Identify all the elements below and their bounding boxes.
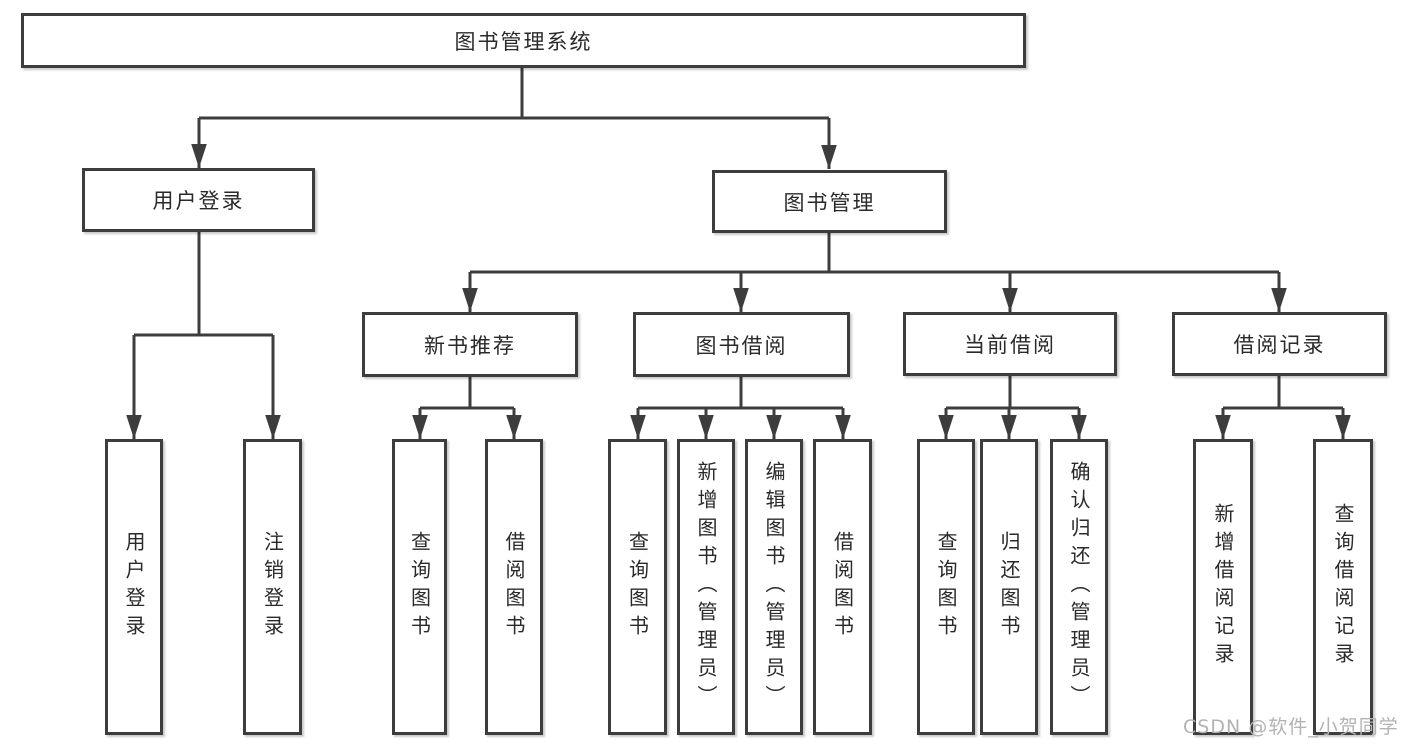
leaf-current-return-book: 归还图书 (980, 439, 1038, 735)
node-borrow-record: 借阅记录 (1172, 312, 1387, 376)
node-label: 用户登录 (152, 189, 245, 213)
node-label: 图书管理 (783, 190, 876, 215)
spine-book-management (470, 233, 1279, 274)
leaf-current-query-book: 查询图书 (917, 439, 975, 735)
node-label: 新书推荐 (424, 333, 516, 358)
spine-new-book-recommend (420, 377, 514, 410)
leaf-record-add: 新增借阅记录 (1193, 439, 1253, 735)
node-user-login: 用户登录 (82, 168, 315, 232)
node-new-book-recommend: 新书推荐 (362, 312, 578, 377)
spine-borrow-record (1223, 376, 1343, 410)
leaf-borrow-edit-book-admin: 编辑图书（管理员） (745, 439, 803, 735)
node-label: 查询图书 (934, 531, 958, 643)
node-label: 用户登录 (122, 531, 146, 643)
node-label: 查询借阅记录 (1331, 503, 1355, 671)
leaf-current-confirm-return-admin: 确认归还（管理员） (1050, 439, 1108, 735)
node-label: 借阅图书 (830, 531, 855, 643)
node-label: 借阅记录 (1233, 333, 1326, 357)
node-book-borrow: 图书借阅 (633, 312, 850, 377)
node-label: 借阅图书 (502, 531, 526, 643)
node-label: 归还图书 (997, 531, 1021, 643)
node-label: 查询图书 (625, 531, 650, 643)
node-library-management-system: 图书管理系统 (21, 13, 1026, 68)
node-label: 图书管理系统 (454, 29, 593, 54)
spine-root (199, 67, 829, 120)
csdn-watermark: CSDN @软件_小贺同学 (1183, 716, 1399, 738)
node-label: 新增图书（管理员） (694, 461, 718, 713)
node-label: 查询图书 (407, 531, 432, 643)
node-label: 图书借阅 (695, 333, 788, 358)
spine-book-borrow (638, 377, 843, 410)
node-current-borrow: 当前借阅 (903, 312, 1117, 376)
spine-user-login (134, 232, 273, 337)
node-label: 当前借阅 (964, 333, 1056, 357)
leaf-borrow-borrow-book: 借阅图书 (813, 439, 872, 735)
leaf-logout: 注销登录 (243, 439, 302, 735)
spine-current-borrow (946, 376, 1079, 410)
node-label: 新增借阅记录 (1211, 503, 1235, 671)
leaf-recommend-borrow-book: 借阅图书 (485, 439, 543, 735)
leaf-user-login: 用户登录 (105, 439, 163, 735)
node-label: 注销登录 (260, 531, 285, 643)
node-book-management: 图书管理 (712, 170, 947, 233)
leaf-record-query: 查询借阅记录 (1313, 439, 1373, 735)
leaf-recommend-query-book: 查询图书 (392, 439, 447, 735)
leaf-borrow-query-book: 查询图书 (608, 439, 667, 735)
leaf-borrow-add-book-admin: 新增图书（管理员） (677, 439, 735, 735)
node-label: 确认归还（管理员） (1067, 461, 1091, 713)
node-label: 编辑图书（管理员） (762, 461, 786, 713)
